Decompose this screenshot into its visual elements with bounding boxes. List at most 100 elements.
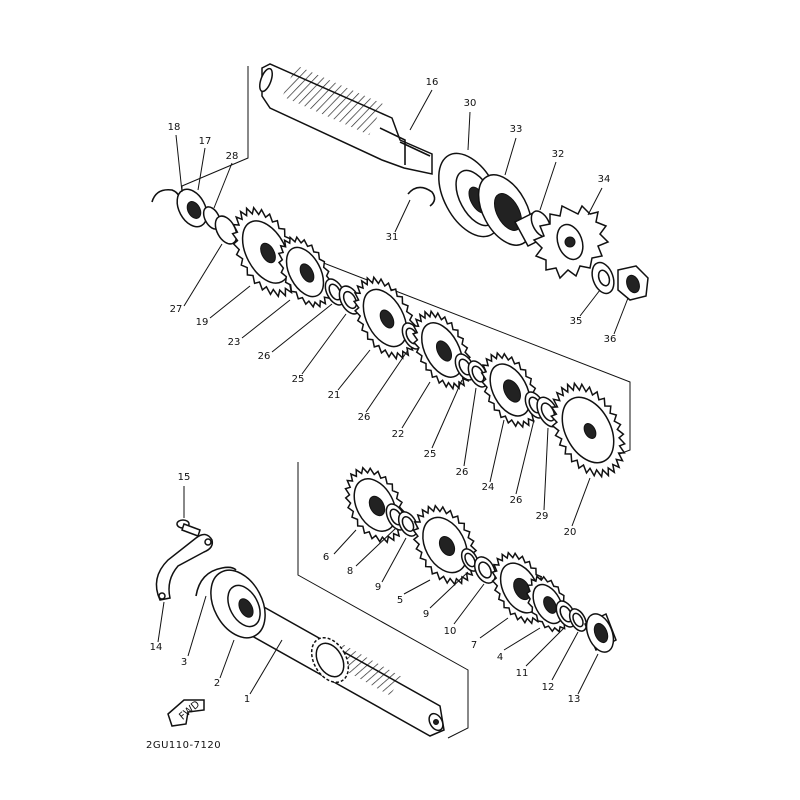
circlip-31	[407, 186, 436, 207]
drive-axle	[259, 63, 433, 175]
callout-26b: 26	[358, 412, 371, 423]
callout-4: 4	[497, 652, 503, 663]
callout-2: 2	[214, 678, 220, 689]
callout-23: 23	[228, 337, 241, 348]
leader-26c	[463, 387, 477, 467]
leader-4	[503, 627, 541, 651]
leader-2	[219, 639, 235, 679]
callout-12: 12	[542, 682, 555, 693]
callout-8: 8	[347, 566, 353, 577]
drawing-code: 2GU110-7120	[146, 740, 221, 751]
callout-17: 17	[199, 136, 212, 147]
callout-33: 33	[510, 124, 523, 135]
leader-24	[489, 419, 505, 483]
callout-26d: 26	[510, 495, 523, 506]
callout-34: 34	[598, 174, 611, 185]
callout-31: 31	[386, 232, 399, 243]
leader-13	[577, 653, 599, 695]
callout-18: 18	[168, 122, 181, 133]
callout-22: 22	[392, 429, 405, 440]
circlip-8	[385, 503, 407, 531]
gear-5	[412, 504, 478, 586]
leader-34	[587, 187, 603, 216]
callout-26a: 26	[258, 351, 271, 362]
callout-16: 16	[426, 77, 439, 88]
leader-16	[409, 89, 433, 131]
leader-27	[183, 243, 223, 307]
leader-12	[551, 631, 579, 681]
leader-9a	[381, 537, 407, 583]
leader-28	[213, 162, 233, 209]
callout-19: 19	[196, 317, 209, 328]
drive-sprocket-34	[532, 204, 610, 280]
callout-5: 5	[397, 595, 403, 606]
gear-6	[344, 466, 406, 544]
leader-26d	[515, 419, 535, 495]
bearing-2	[210, 569, 266, 639]
callout-36: 36	[604, 334, 617, 345]
leader-26a	[271, 303, 333, 353]
callout-30: 30	[464, 98, 477, 109]
callout-27: 27	[170, 304, 183, 315]
callout-13: 13	[568, 694, 581, 705]
leader-32	[539, 161, 557, 211]
callout-28: 28	[226, 151, 239, 162]
leader-lines	[157, 89, 629, 695]
washer-26c	[467, 360, 489, 388]
callout-9a: 9	[375, 582, 381, 593]
nut-36	[617, 265, 649, 301]
leader-18	[175, 134, 183, 193]
leader-26b	[365, 349, 409, 413]
circlip-18	[151, 188, 180, 205]
leader-3	[187, 595, 207, 657]
leader-14	[157, 601, 165, 643]
callout-9b: 9	[423, 609, 429, 620]
bearing-17	[176, 188, 208, 228]
leader-10	[453, 583, 485, 625]
lock-washer-35	[591, 261, 615, 295]
callout-24: 24	[482, 482, 495, 493]
circlip-10	[473, 556, 497, 584]
callout-15: 15	[178, 472, 191, 483]
callout-6: 6	[323, 552, 329, 563]
leader-7	[479, 617, 509, 639]
leader-5	[403, 579, 431, 595]
leader-20	[571, 477, 591, 527]
leader-35	[579, 289, 601, 317]
circlip-3	[195, 566, 237, 597]
fwd-arrow-icon	[167, 699, 205, 727]
leader-8	[355, 527, 397, 567]
callout-25a: 25	[292, 374, 305, 385]
callout-7: 7	[471, 640, 477, 651]
leader-19	[209, 285, 251, 319]
leader-25a	[301, 313, 347, 375]
callout-26c: 26	[456, 467, 469, 478]
callout-29: 29	[536, 511, 549, 522]
lower-assembly-boundary	[297, 462, 469, 739]
leader-11	[525, 627, 565, 667]
leader-31	[394, 199, 411, 233]
gear-23	[277, 235, 333, 309]
leader-23	[241, 299, 291, 339]
gear-21	[352, 275, 418, 361]
main-axle-gear	[310, 636, 350, 684]
bearing-plate-14	[155, 533, 214, 601]
callout-10: 10	[444, 626, 457, 637]
callout-20: 20	[564, 527, 577, 538]
washer-12	[568, 608, 588, 632]
leader-21	[337, 349, 371, 391]
callout-14: 14	[150, 642, 163, 653]
leader-36	[613, 297, 629, 335]
callout-32: 32	[552, 149, 565, 160]
leader-9b	[429, 571, 469, 609]
gear-24	[480, 351, 540, 429]
callout-1: 1	[244, 694, 250, 705]
leader-22	[401, 381, 431, 429]
screw-15	[176, 519, 201, 537]
leader-29	[543, 427, 549, 511]
callout-21: 21	[328, 390, 341, 401]
leader-1	[249, 639, 283, 695]
